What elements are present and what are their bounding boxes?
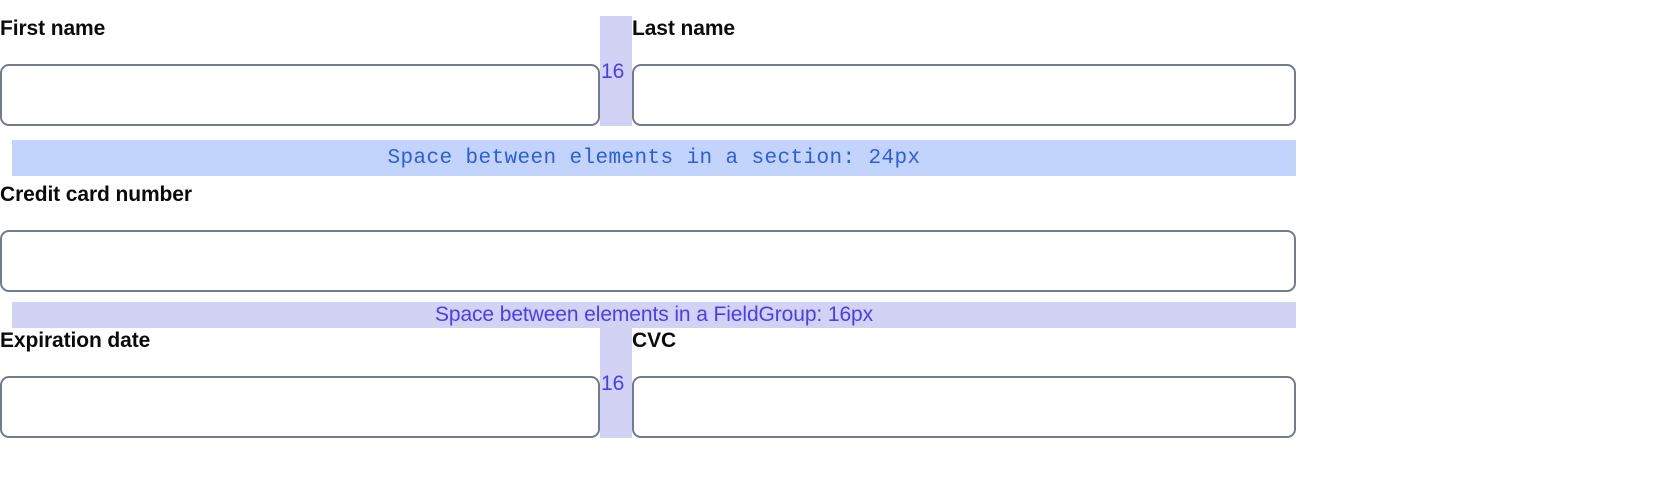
- field-group-cvc: CVC: [632, 328, 1296, 438]
- annotation-section-spacing: Space between elements in a section: 24p…: [12, 140, 1296, 176]
- input-credit-card-number[interactable]: [0, 230, 1296, 292]
- name-row: First name 16 Last name: [0, 16, 1296, 126]
- label-last-name: Last name: [632, 17, 735, 40]
- field-group-expiration-date: Expiration date: [0, 328, 600, 438]
- gutter-label-expiry-row: 16: [601, 372, 625, 395]
- label-expiration-date: Expiration date: [0, 329, 151, 352]
- input-first-name[interactable]: [0, 64, 600, 126]
- gutter-label-name-row: 16: [601, 60, 625, 83]
- annotation-section-spacing-text: Space between elements in a section: 24p…: [387, 146, 921, 170]
- gutter-name-row: 16: [600, 16, 632, 126]
- expiry-row: Expiration date 16 CVC: [0, 328, 1296, 438]
- card-row: Credit card number: [0, 182, 1296, 292]
- gutter-expiry-row: 16: [600, 328, 632, 438]
- annotation-fieldgroup-spacing: Space between elements in a FieldGroup: …: [12, 302, 1296, 328]
- annotation-fieldgroup-spacing-text: Space between elements in a FieldGroup: …: [434, 303, 874, 326]
- label-cvc: CVC: [632, 329, 677, 352]
- label-first-name: First name: [0, 17, 106, 40]
- input-last-name[interactable]: [632, 64, 1296, 126]
- label-credit-card-number: Credit card number: [0, 183, 192, 206]
- input-cvc[interactable]: [632, 376, 1296, 438]
- field-group-last-name: Last name: [632, 16, 1296, 126]
- input-expiration-date[interactable]: [0, 376, 600, 438]
- field-group-first-name: First name: [0, 16, 600, 126]
